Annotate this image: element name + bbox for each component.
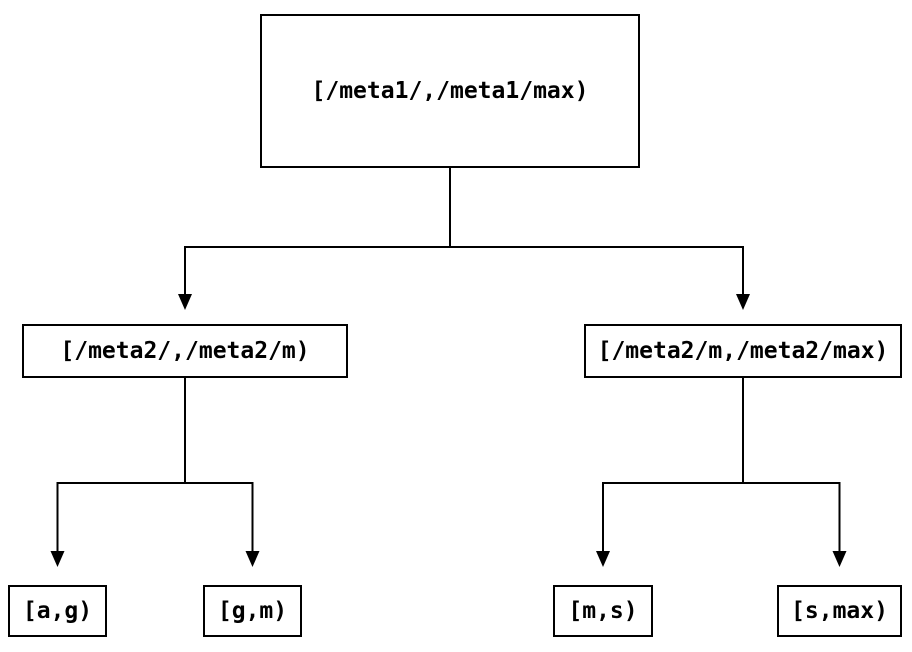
edge-right-to-leaf-ms (602, 378, 744, 551)
arrowhead-leaf-smax-icon (832, 551, 847, 567)
tree-node-left: [/meta2/,/meta2/m) (22, 324, 348, 378)
edge-root-to-right (449, 168, 744, 294)
tree-node-leaf-smax: [s,max) (777, 585, 902, 637)
tree-node-leaf-gm: [g,m) (203, 585, 302, 637)
arrowhead-left-subtree-icon (178, 294, 192, 310)
tree-node-right: [/meta2/m,/meta2/max) (584, 324, 902, 378)
edge-left-to-leaf-ag (56, 378, 186, 551)
tree-node-right-label: [/meta2/m,/meta2/max) (597, 337, 889, 364)
edge-left-to-leaf-gm (184, 378, 254, 551)
tree-node-root: [/meta1/,/meta1/max) (260, 14, 640, 168)
tree-node-leaf-gm-label: [g,m) (217, 597, 288, 624)
tree-node-leaf-ms: [m,s) (553, 585, 653, 637)
tree-node-left-label: [/meta2/,/meta2/m) (60, 337, 310, 364)
edge-root-to-left (184, 168, 451, 294)
arrowhead-leaf-ms-icon (596, 551, 610, 567)
arrowhead-right-subtree-icon (736, 294, 750, 310)
tree-node-leaf-smax-label: [s,max) (791, 597, 888, 624)
tree-node-leaf-ag: [a,g) (8, 585, 107, 637)
tree-node-leaf-ag-label: [a,g) (22, 597, 93, 624)
edge-right-to-leaf-smax (742, 378, 841, 551)
arrowhead-leaf-ag-icon (50, 551, 65, 567)
tree-node-root-label: [/meta1/,/meta1/max) (311, 77, 589, 104)
arrowhead-leaf-gm-icon (245, 551, 260, 567)
tree-node-leaf-ms-label: [m,s) (568, 597, 638, 624)
